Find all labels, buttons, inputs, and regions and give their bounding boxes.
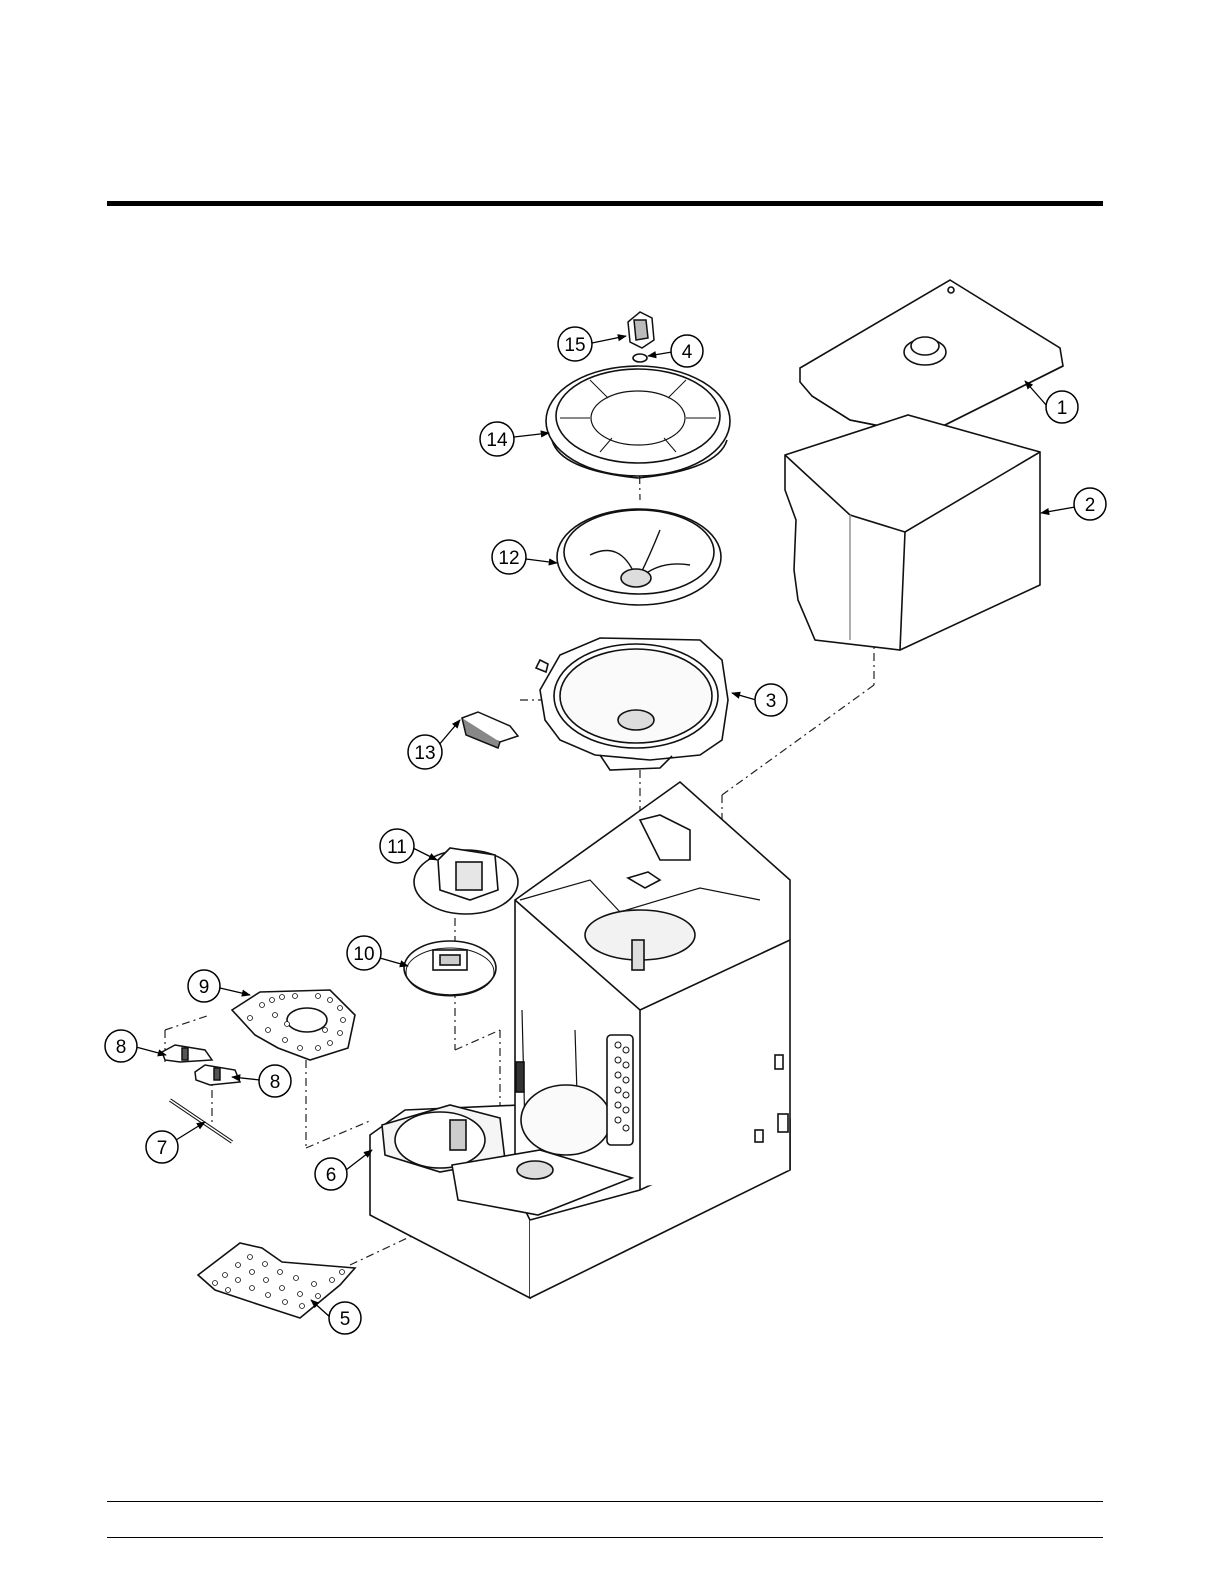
callout-1: 1: [1046, 391, 1078, 423]
callout-15: 15: [558, 327, 592, 361]
svg-text:15: 15: [564, 335, 585, 356]
svg-text:4: 4: [682, 342, 693, 363]
svg-text:2: 2: [1085, 495, 1096, 516]
svg-text:9: 9: [199, 977, 210, 998]
svg-text:7: 7: [157, 1138, 168, 1159]
svg-text:1: 1: [1057, 398, 1068, 419]
callout-10: 10: [347, 936, 381, 970]
filter-basket-part-12: [557, 509, 721, 605]
cap-part-15: [628, 312, 654, 348]
callout-8b: 8: [259, 1065, 291, 1097]
spray-plate-part-9: [232, 990, 355, 1060]
svg-text:11: 11: [387, 837, 407, 858]
svg-text:5: 5: [340, 1309, 351, 1330]
o-ring-part-4: [633, 354, 647, 362]
svg-text:8: 8: [270, 1072, 281, 1093]
svg-text:13: 13: [414, 743, 435, 764]
callout-11: 11: [380, 829, 414, 863]
svg-text:8: 8: [116, 1037, 127, 1058]
filter-cover-part-10: [404, 941, 496, 996]
callout-8a: 8: [105, 1030, 137, 1062]
svg-text:3: 3: [766, 691, 777, 712]
callout-3: 3: [755, 684, 787, 716]
callout-12: 12: [492, 540, 526, 574]
callout-6: 6: [315, 1158, 347, 1190]
callout-4: 4: [671, 335, 703, 367]
fitting-parts-8: [162, 1045, 240, 1085]
spray-head-part-11: [414, 848, 518, 914]
callout-9: 9: [188, 970, 220, 1002]
callout-13: 13: [408, 735, 442, 769]
brew-basket-part-3: [536, 638, 728, 770]
callout-2: 2: [1074, 488, 1106, 520]
callout-5: 5: [329, 1302, 361, 1334]
svg-text:10: 10: [353, 944, 374, 965]
cover-ring-part-14: [546, 366, 730, 478]
callout-14: 14: [480, 422, 514, 456]
reservoir-part-2: [785, 415, 1040, 650]
valve-part-13: [462, 712, 518, 748]
svg-text:12: 12: [498, 548, 519, 569]
svg-text:6: 6: [326, 1165, 337, 1186]
svg-text:14: 14: [486, 430, 508, 451]
drip-tray-grate-part-5: [198, 1243, 355, 1318]
callout-7: 7: [146, 1131, 178, 1163]
